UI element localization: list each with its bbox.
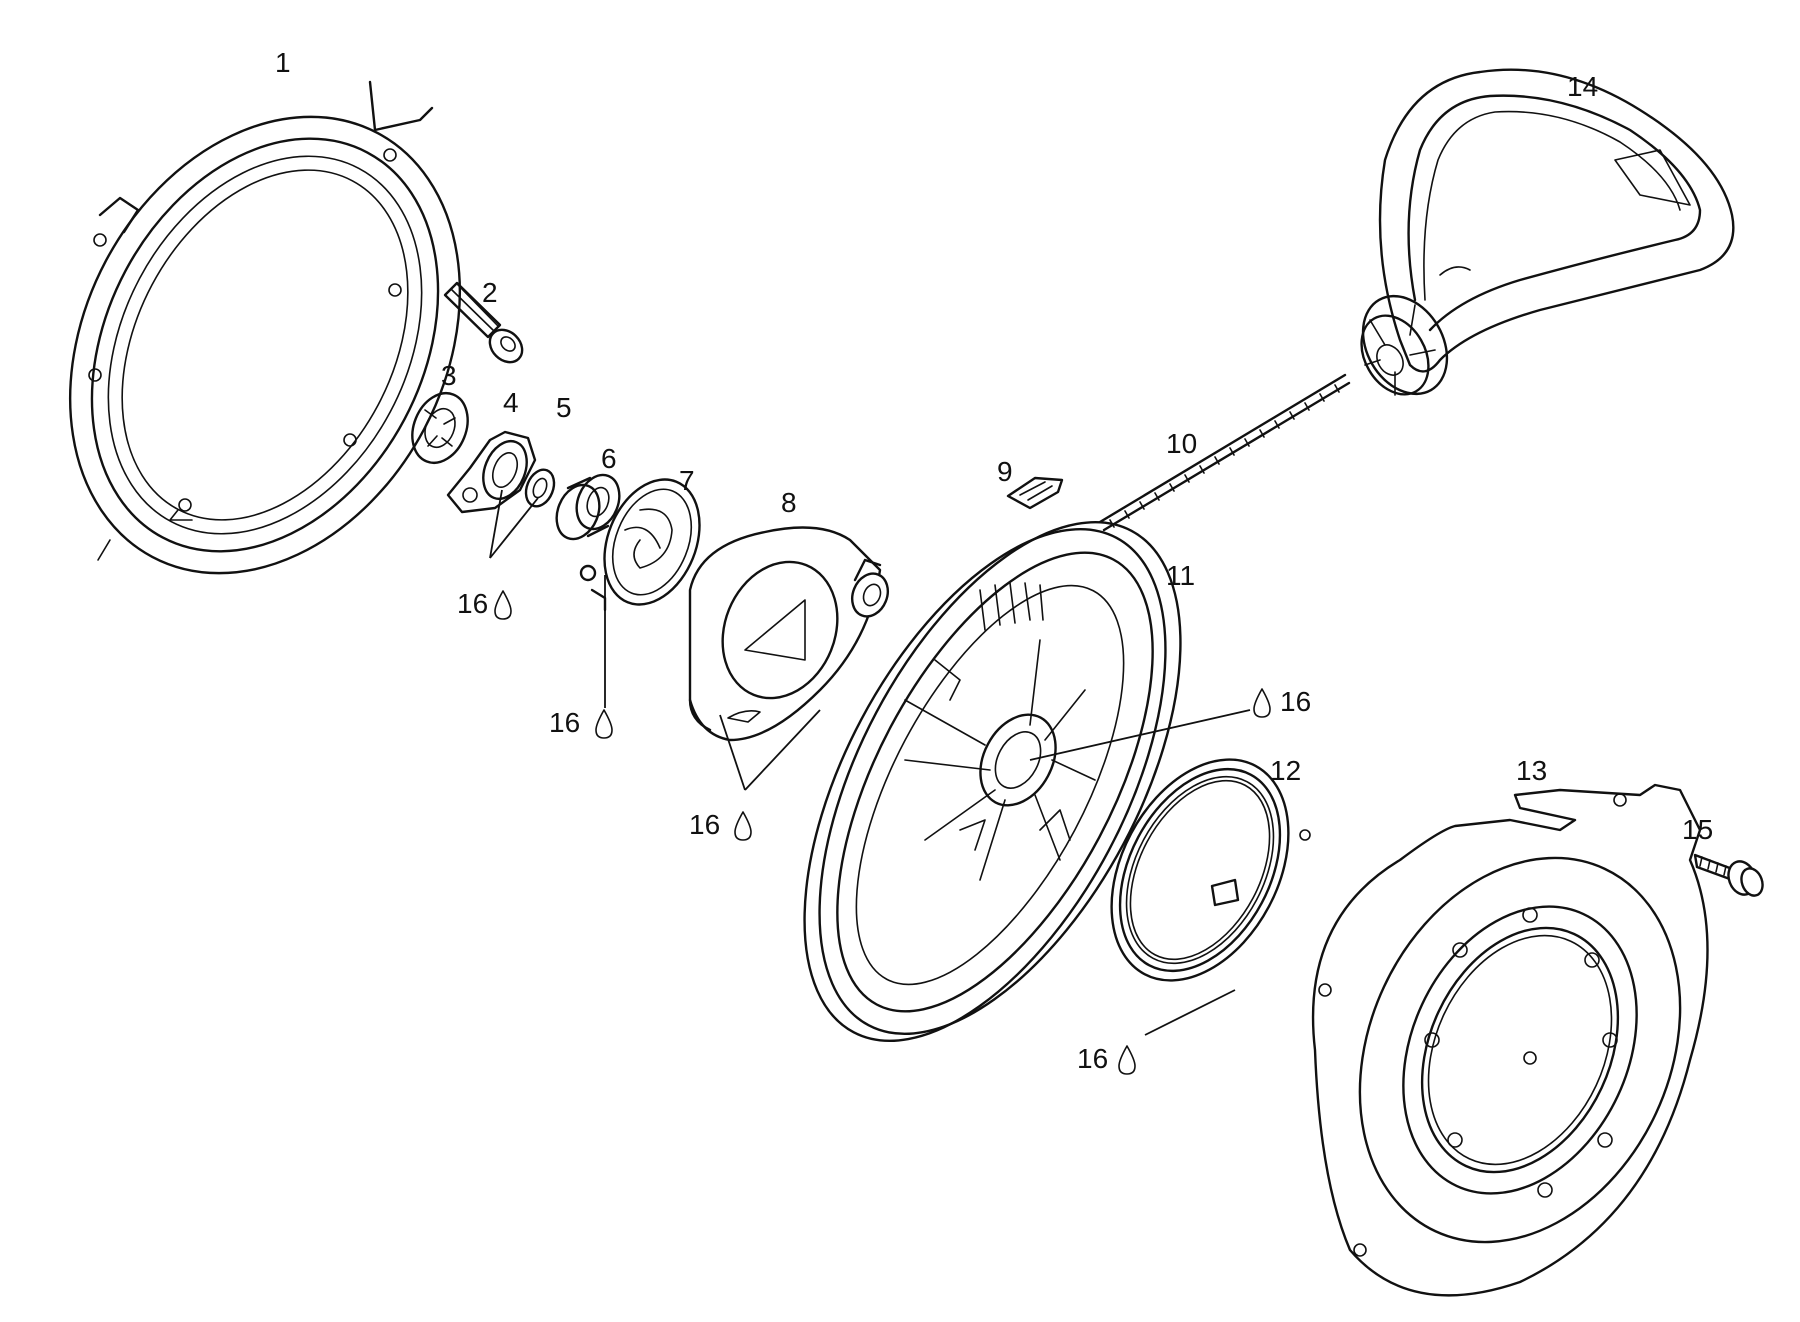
grease-leader-lines xyxy=(489,489,1251,1036)
grease-callout: 16 xyxy=(1077,1043,1136,1075)
part-13-starter-housing xyxy=(1311,783,1709,1297)
label-part-11: 11 xyxy=(1166,560,1195,591)
label-part-8: 8 xyxy=(781,487,797,518)
grease-callouts: 16 16 16 16 16 xyxy=(457,588,1311,1075)
part-1-mounting-ring xyxy=(68,80,462,575)
part-15-flange-bolt xyxy=(1693,853,1764,897)
part-number-labels: 1 2 3 4 5 6 7 8 9 10 11 12 13 14 15 xyxy=(275,47,1713,845)
grease-callout-number: 16 xyxy=(1077,1043,1108,1074)
part-8-pulley-guide xyxy=(688,526,889,742)
label-part-13: 13 xyxy=(1516,755,1547,786)
grease-callout-number: 16 xyxy=(457,588,488,619)
label-part-5: 5 xyxy=(556,392,572,423)
label-part-7: 7 xyxy=(679,465,695,496)
part-12-recoil-spring xyxy=(1110,758,1311,982)
label-part-6: 6 xyxy=(601,443,617,474)
grease-callout: 16 xyxy=(1253,686,1311,718)
grease-callout-number: 16 xyxy=(1280,686,1311,717)
grease-callout-number: 16 xyxy=(689,809,720,840)
label-part-15: 15 xyxy=(1682,814,1713,845)
part-11-rope-pulley xyxy=(803,520,1182,1043)
grease-callout: 16 xyxy=(457,588,512,620)
grease-callout-number: 16 xyxy=(549,707,580,738)
grease-drop-icon xyxy=(494,590,512,620)
grease-callout: 16 xyxy=(689,809,752,841)
part-2-cap-screw xyxy=(443,281,524,364)
grease-drop-icon xyxy=(1118,1045,1136,1075)
label-part-12: 12 xyxy=(1270,755,1301,786)
label-part-14: 14 xyxy=(1567,71,1598,102)
label-part-9: 9 xyxy=(997,456,1013,487)
part-5-washer xyxy=(524,468,556,508)
grease-drop-icon xyxy=(1253,688,1271,718)
label-part-4: 4 xyxy=(503,387,519,418)
part-3-star-washer xyxy=(411,392,469,464)
part-14-starter-handle xyxy=(1360,68,1735,396)
label-part-1: 1 xyxy=(275,47,291,78)
label-part-3: 3 xyxy=(441,360,457,391)
part-9-pawl xyxy=(1006,476,1064,510)
part-4-flange-bracket xyxy=(446,430,537,514)
part-7-spring-plate xyxy=(579,478,701,612)
label-part-10: 10 xyxy=(1166,428,1197,459)
grease-drop-icon xyxy=(595,709,613,739)
part-10-starter-rope xyxy=(1098,373,1351,532)
part-6-bushing xyxy=(555,473,621,541)
grease-callout: 16 xyxy=(549,707,613,739)
grease-drop-icon xyxy=(734,811,752,841)
label-part-2: 2 xyxy=(482,277,498,308)
